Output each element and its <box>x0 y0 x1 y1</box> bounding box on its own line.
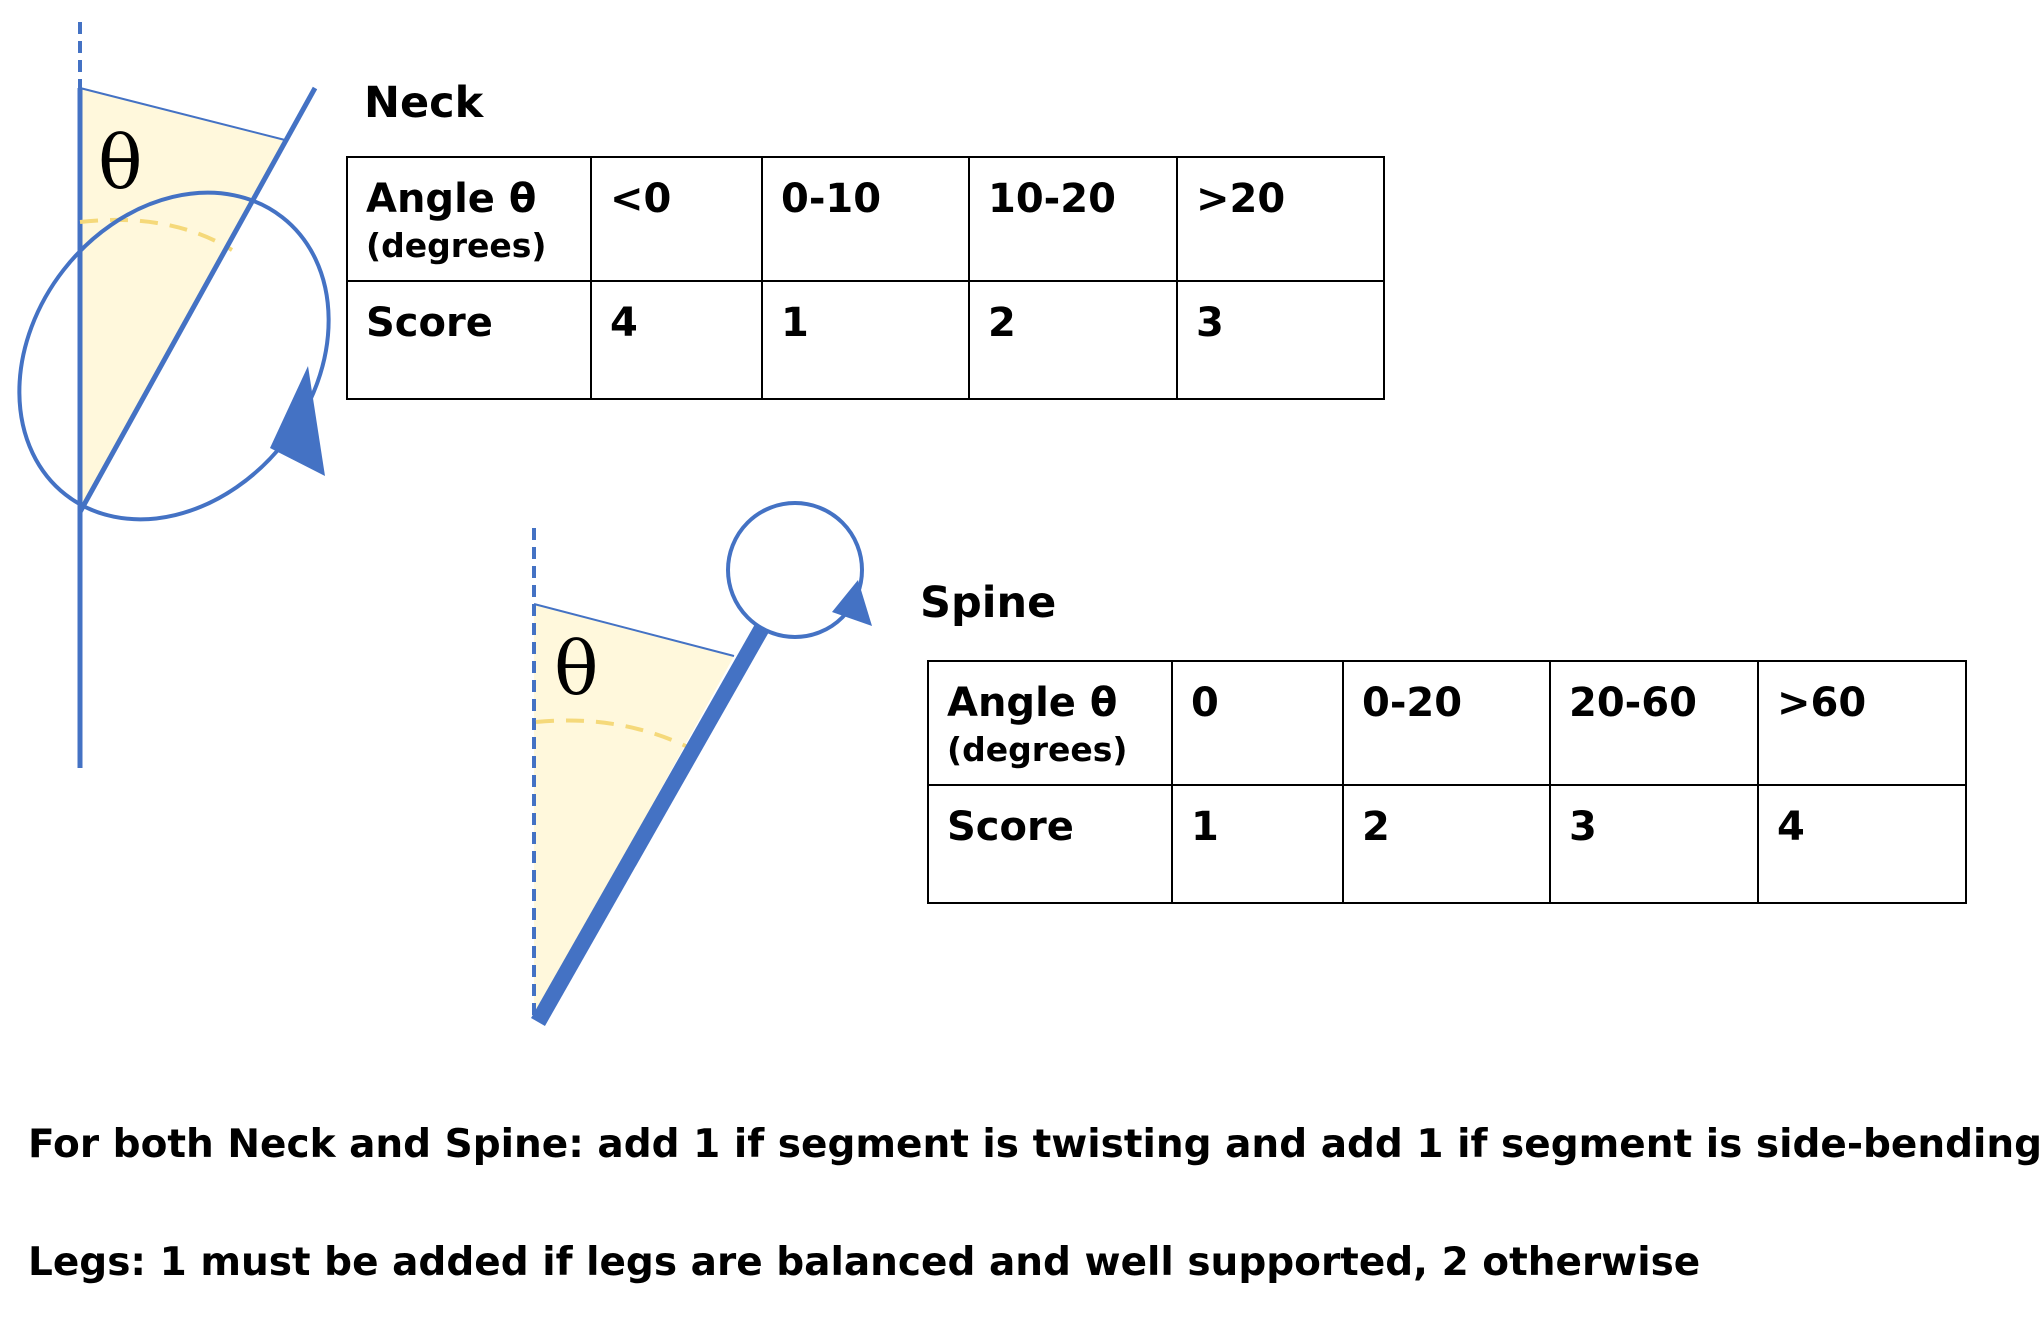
neck-score-cell: 4 <box>590 280 763 400</box>
neck-segment-line <box>77 86 318 514</box>
neck-angle-label: Angle θ <box>366 176 537 222</box>
spine-range-cell: 20-60 <box>1549 660 1759 786</box>
spine-score-cell: 3 <box>1549 784 1759 904</box>
spine-angle-unit: (degrees) <box>947 730 1128 769</box>
neck-score-cell: 1 <box>761 280 970 400</box>
neck-score-cell: 2 <box>968 280 1178 400</box>
neck-theta-symbol: θ <box>98 120 143 206</box>
neck-angle-row: Angle θ (degrees) <0 0-10 10-20 >20 <box>346 156 1385 282</box>
neck-score-header: Score <box>346 280 592 400</box>
spine-score-table: Angle θ (degrees) 0 0-20 20-60 >60 Score… <box>927 660 1967 904</box>
spine-head-circle <box>726 501 864 639</box>
spine-score-cell: 1 <box>1171 784 1344 904</box>
neck-range-cell: 10-20 <box>968 156 1178 282</box>
spine-angle-label: Angle θ <box>947 680 1118 726</box>
spine-range-cell: >60 <box>1757 660 1967 786</box>
neck-range-cell: 0-10 <box>761 156 970 282</box>
neck-score-table: Angle θ (degrees) <0 0-10 10-20 >20 Scor… <box>346 156 1385 400</box>
spine-theta-symbol: θ <box>554 626 599 712</box>
neck-range-cell: >20 <box>1176 156 1385 282</box>
spine-range-cell: 0-20 <box>1342 660 1551 786</box>
spine-diagram: θ <box>531 501 872 1026</box>
spine-title: Spine <box>920 578 1057 628</box>
neck-score-row: Score 4 1 2 3 <box>346 280 1385 400</box>
spine-score-cell: 2 <box>1342 784 1551 904</box>
spine-score-row: Score 1 2 3 4 <box>927 784 1967 904</box>
neck-range-cell: <0 <box>590 156 763 282</box>
spine-score-header: Score <box>927 784 1173 904</box>
spine-head-direction-marker <box>832 580 872 626</box>
spine-score-cell: 4 <box>1757 784 1967 904</box>
neck-title: Neck <box>364 78 484 128</box>
neck-diagram: θ <box>17 22 331 768</box>
spine-wedge-top-edge <box>533 603 735 657</box>
neck-angle-header: Angle θ (degrees) <box>346 156 592 282</box>
legs-note: Legs: 1 must be added if legs are balanc… <box>28 1240 1701 1285</box>
head-direction-marker <box>270 366 325 476</box>
spine-angle-header: Angle θ (degrees) <box>927 660 1173 786</box>
spine-range-cell: 0 <box>1171 660 1344 786</box>
posture-diagrams: θ θ <box>17 22 872 1026</box>
spine-angle-row: Angle θ (degrees) 0 0-20 20-60 >60 <box>927 660 1967 786</box>
spine-segment-line <box>531 624 769 1026</box>
twist-bend-note: For both Neck and Spine: add 1 if segmen… <box>28 1122 2042 1167</box>
spine-angle-wedge <box>534 604 734 1020</box>
neck-wedge-top-edge <box>79 87 286 141</box>
neck-score-cell: 3 <box>1176 280 1385 400</box>
neck-angle-unit: (degrees) <box>366 226 547 265</box>
